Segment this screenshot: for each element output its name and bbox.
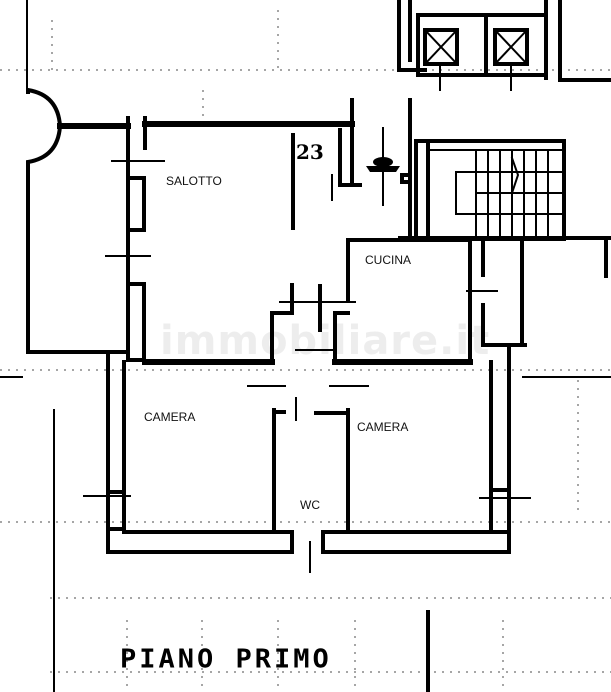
- left-bay: [26, 87, 131, 354]
- apartment-walls: [83, 98, 611, 573]
- watermark: immobiliare.it: [160, 318, 491, 364]
- room-label-cucina: CUCINA: [365, 253, 412, 267]
- construction-grid: [0, 10, 611, 692]
- fixture-number: 23: [296, 140, 324, 164]
- room-label-salotto: SALOTTO: [166, 174, 222, 188]
- stairwell: [400, 98, 566, 241]
- room-label-camera-right: CAMERA: [357, 420, 409, 434]
- elevator-block: [397, 0, 611, 91]
- floor-title: PIANO PRIMO: [120, 644, 332, 675]
- room-label-camera-left: CAMERA: [144, 410, 196, 424]
- gas-meter-fixture: [331, 127, 400, 206]
- room-label-wc: WC: [300, 498, 320, 512]
